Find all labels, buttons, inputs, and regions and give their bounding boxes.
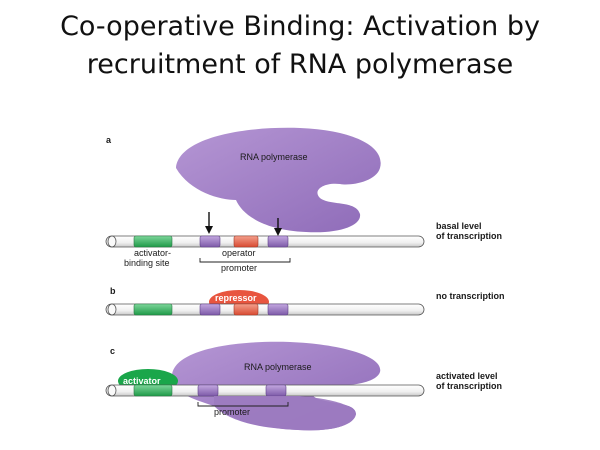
arrow-down-icon <box>205 212 213 234</box>
panel-c-letter: c <box>110 346 115 356</box>
dna-strand-b <box>105 303 425 316</box>
transcription-state-b: no transcription <box>436 291 505 301</box>
dna-strand-a <box>105 235 425 248</box>
panel-c: c RNA polymerase activator promoter acti… <box>105 341 502 431</box>
activator-label: activator <box>123 376 161 386</box>
promoter-label-a: promoter <box>221 263 257 273</box>
promoter-bracket-c <box>197 402 289 407</box>
transcription-state-c-line-1: activated level <box>436 371 498 381</box>
activator-binding-site-label-line-1: activator- <box>134 248 171 258</box>
promoter-box-a-left <box>199 235 221 248</box>
activator-binding-site-a <box>133 235 173 248</box>
promoter-box-a-right <box>267 235 289 248</box>
operator-box-a <box>233 235 259 248</box>
arrow-down-icon <box>274 218 282 236</box>
activator-binding-site-b <box>133 303 173 316</box>
transcription-state-c-line-2: of transcription <box>436 381 502 391</box>
promoter-box-c-right <box>265 384 287 397</box>
promoter-box-c-left <box>197 384 219 397</box>
promoter-box-b-right <box>267 303 289 316</box>
activator-binding-site-c <box>133 384 173 397</box>
operator-box-b <box>233 303 259 316</box>
promoter-bracket-a <box>199 258 291 263</box>
slide-title-line-1: Co-operative Binding: Activation by <box>60 11 540 42</box>
panel-a: a RNA polymerase activator- binding site… <box>105 127 502 273</box>
panel-b: b repressor no transcription <box>105 286 505 316</box>
rna-polymerase-label-a: RNA polymerase <box>240 152 308 162</box>
promoter-box-b-left <box>199 303 221 316</box>
slide-title-line-2: recruitment of RNA polymerase <box>86 49 514 80</box>
transcription-state-a-line-1: basal level <box>436 221 482 231</box>
rna-polymerase-label-c: RNA polymerase <box>244 362 312 372</box>
slide-title: Co-operative Binding: Activation by recr… <box>0 8 600 84</box>
operator-label-a: operator <box>222 248 256 258</box>
activator-binding-site-label-line-2: binding site <box>124 258 170 268</box>
panel-a-letter: a <box>106 135 112 145</box>
rna-polymerase-shape-a <box>176 127 381 233</box>
rna-polymerase-front-lobe-c <box>214 396 356 431</box>
transcription-state-a-line-2: of transcription <box>436 231 502 241</box>
repressor-label: repressor <box>215 293 257 303</box>
promoter-label-c: promoter <box>214 407 250 417</box>
panel-b-letter: b <box>110 286 116 296</box>
